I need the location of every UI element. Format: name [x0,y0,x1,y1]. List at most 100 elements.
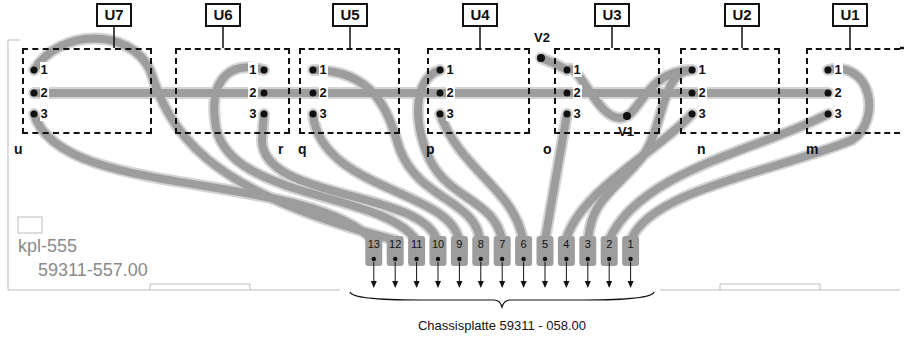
pad-hole [628,257,632,261]
component-footprint: 1 2 3 [299,48,400,134]
pin-row-letter: r [278,141,283,157]
pad-hole [414,257,418,261]
pin-number: 1 [698,62,707,77]
component-name: U1 [840,6,859,23]
component-label: U6 [205,3,240,27]
pin-number: 1 [319,62,328,77]
component-label: U3 [594,3,629,27]
component-footprint: 123 [175,48,290,134]
arrow-head [392,281,398,288]
pin-number: 2 [698,85,707,100]
pin-number: 2 [573,85,582,100]
pad-hole [586,257,590,261]
pin-number: 1 [573,62,582,77]
component-name: U7 [104,6,123,23]
pin-row-letter: n [697,141,706,157]
leader-line [222,27,224,48]
pad-number: 4 [563,238,569,251]
pin-number: 1 [40,62,49,77]
arrow-head [499,281,505,288]
pin-number: 1 [248,62,257,77]
component-label: U1 [832,3,867,27]
leader-line [849,27,851,48]
via-label: V2 [534,30,550,45]
marking-field [18,217,42,233]
pin-number: 3 [40,106,49,121]
pin-row-letter: p [426,141,435,157]
pin-number: 3 [248,106,257,121]
pad-hole [457,257,461,261]
arrow-head [414,281,420,288]
pad-number: 13 [368,238,380,251]
pin-number: 2 [834,85,843,100]
connector-pad [430,236,447,266]
pad-number: 1 [628,238,634,251]
connector-pad [451,236,468,266]
pad-number: 3 [585,238,591,251]
pin-row-letter: m [806,141,818,157]
arrow-head [542,281,548,288]
pin-number: 3 [573,106,582,121]
pin-number: 3 [834,106,843,121]
connector-pad [537,236,554,266]
pad-number: 10 [432,238,444,251]
component-footprint: 123 [22,48,152,134]
via-label: V1 [618,124,634,139]
pad-hole [393,257,397,261]
pin-number: 1 [446,62,455,77]
pad-number: 8 [478,238,484,251]
pad-hole [521,257,525,261]
pin-number: 3 [319,106,328,121]
connector-pad [601,236,618,266]
connector-pad [472,236,489,266]
component-footprint: 123 [680,48,780,134]
pad-hole [372,257,376,261]
board-outline [8,40,20,41]
pad-hole [543,257,547,261]
component-footprint: 1 2 3 [806,48,900,134]
leader-line [479,27,481,48]
arrow-head [606,281,612,288]
pin-number: 2 [319,85,328,100]
component-name: U5 [340,6,359,23]
pad-hole [436,257,440,261]
pad-hole [607,257,611,261]
component-label: U7 [96,3,131,27]
pad-number: 2 [606,238,612,251]
leader-line [113,27,115,48]
pad-hole [500,257,504,261]
leader-line [611,27,613,48]
pad-number: 12 [389,238,401,251]
component-label: U2 [724,3,759,27]
arrow-head [456,281,462,288]
component-label: U5 [332,3,367,27]
arrow-head [521,281,527,288]
pad-number: 7 [499,238,505,251]
board-outline [660,290,900,291]
arrow-head [435,281,441,288]
pin-row-letter: o [543,141,552,157]
connector-caption: Chassisplatte 59311 - 058.00 [418,318,586,333]
board-code: kpl-555 [18,236,77,256]
pad-hole [564,257,568,261]
component-label: U4 [462,3,497,27]
pad-number: 6 [521,238,527,251]
leader-line [349,27,351,48]
arrow-head [585,281,591,288]
component-footprint: 123 [427,48,530,134]
connector-pad [579,236,596,266]
component-name: U3 [602,6,621,23]
brace [350,292,654,307]
pad-number: 11 [411,238,422,251]
board-outline [8,40,340,290]
connector-pad [622,236,639,266]
arrow-head [563,281,569,288]
connector-pad [515,236,532,266]
pin-number: 1 [834,62,843,77]
component-name: U6 [213,6,232,23]
region-edge [900,47,904,50]
arrow-head [371,281,377,288]
connector-pad [387,236,404,266]
